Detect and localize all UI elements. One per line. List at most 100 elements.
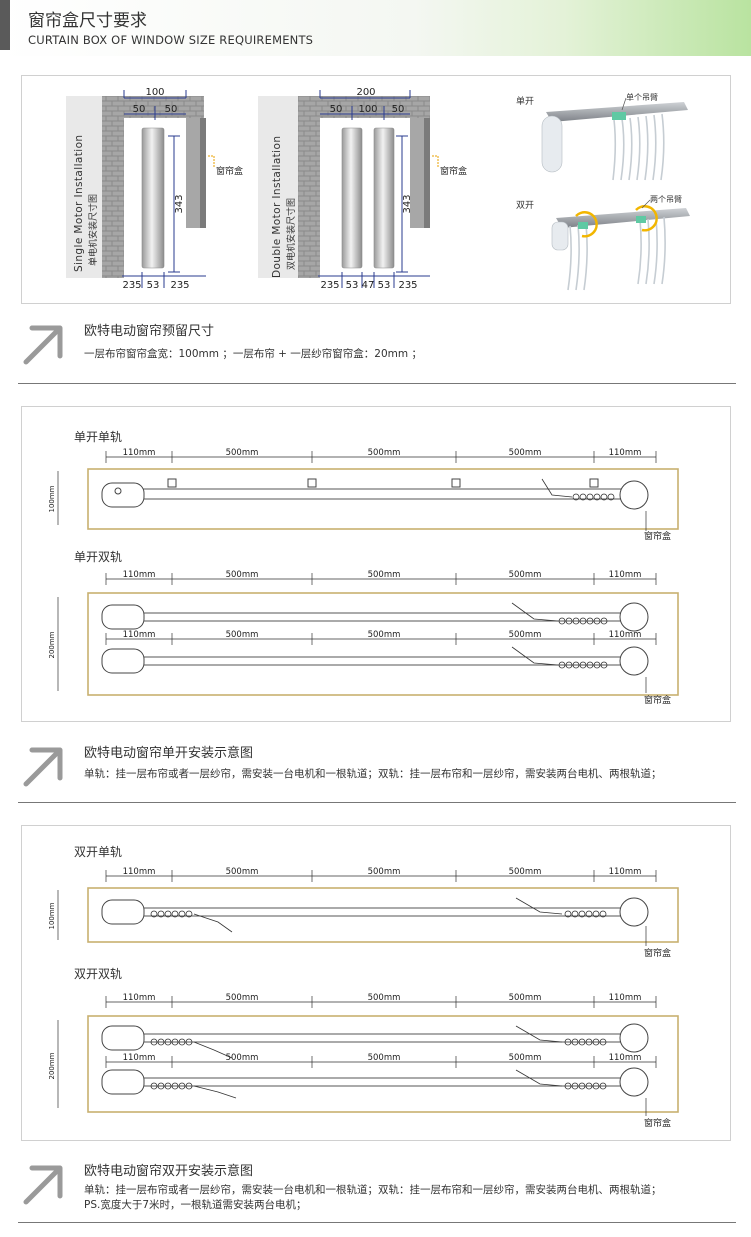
double-open-installation-diagram: 双开单轨 110mm 500mm 500mm 500mm 110mm 100mm… [48,845,679,1129]
sd-bottom-dim-1: 110mm [123,630,156,640]
ss-dim-5: 110mm [609,448,642,458]
ss-box-label: 窗帘盒 [644,530,671,542]
double-arm-ring-right [635,205,658,232]
single-arm-label: 单个吊臂 [626,92,658,102]
double-top-part-2: 100 [358,104,377,115]
diagonal-arrow-icon [23,1165,63,1205]
double-height-dim: 343 [402,194,413,213]
ds-dim-5: 110mm [609,867,642,877]
sd-top-dim-1: 110mm [123,570,156,580]
sd-bottom-dim-3: 500mm [368,630,401,640]
dd-bottom-dim-4: 500mm [509,1053,542,1063]
dd-top-dim-3: 500mm [368,993,401,1003]
dd-top-dim-2: 500mm [226,993,259,1003]
divider [18,383,736,384]
ss-curtain-box [87,468,679,530]
double-bottom-4: 53 [378,280,391,291]
double-top-part-3: 50 [392,104,405,115]
single-top-total: 100 [145,87,164,98]
single-top-part-2: 50 [165,104,178,115]
double-arm-label: 两个吊臂 [650,194,682,204]
single-top-part-1: 50 [133,104,146,115]
diagonal-arrow-icon [23,747,63,787]
ss-side-dim: 100mm [48,485,56,512]
ds-dim-1: 110mm [123,867,156,877]
sd-bottom-dim-2: 500mm [226,630,259,640]
ds-pulley-end [619,897,649,927]
single-arm-bracket [612,112,626,120]
page-title: 窗帘盒尺寸要求 [28,11,147,31]
ds-curtain-box [87,887,679,943]
header-accent-bar [0,0,10,50]
single-bottom-3: 235 [170,280,189,291]
dd-box-label: 窗帘盒 [644,1117,671,1129]
diagonal-arrow-icon [23,325,63,365]
single-bottom-1: 235 [122,280,141,291]
double-box-label: 窗帘盒 [440,165,467,177]
sd-bottom-dim-4: 500mm [509,630,542,640]
sd-top-dim-4: 500mm [509,570,542,580]
dd-top-dim-4: 500mm [509,993,542,1003]
single-open-label: 单开 [516,95,534,107]
dd-curtain-box [87,1015,679,1113]
double-double-title: 双开双轨 [74,967,122,981]
note1-line1: 一层布帘窗帘盒宽：100mm ；一层布帘 + 一层纱帘窗帘盒：20mm ； [84,348,422,360]
single-open-motor [541,115,563,173]
ss-dim-4: 500mm [509,448,542,458]
ds-dim-4: 500mm [509,867,542,877]
ds-box-label: 窗帘盒 [644,947,671,959]
sd-side-dim: 200mm [48,631,56,658]
double-open-label: 双开 [516,200,534,211]
double-title-cn: 双电机安装尺寸图 [285,198,297,270]
sd-top-dim-2: 500mm [226,570,259,580]
single-title-cn: 单电机安装尺寸图 [87,194,99,266]
divider [18,802,736,803]
sd-top-dim-5: 110mm [609,570,642,580]
single-bottom-2: 53 [147,280,160,291]
double-top-part-1: 50 [330,104,343,115]
double-bottom-5: 235 [398,280,417,291]
dd-bottom-dim-2: 500mm [226,1053,259,1063]
note3-line1: 单轨：挂一层布帘或者一层纱帘，需安装一台电机和一根轨道；双轨：挂一层布帘和一层纱… [84,1184,662,1196]
single-box-label: 窗帘盒 [216,165,243,177]
double-open-note: 欧特电动窗帘双开安装示意图 单轨：挂一层布帘或者一层纱帘，需安装一台电机和一根轨… [20,1160,736,1216]
ss-dim-1: 110mm [123,448,156,458]
ss-pulley-end [619,480,649,510]
double-bottom-1: 235 [320,280,339,291]
single-open-installation-diagram: 单开单轨 110mm 500mm 500mm 500mm 110mm 100mm… [48,430,679,706]
dd-side-dim: 200mm [48,1052,56,1079]
dd-bottom-dim-1: 110mm [123,1053,156,1063]
ds-motor-end [101,899,145,925]
single-title-en: Single Motor Installation [73,135,85,272]
sd-bottom-dim-5: 110mm [609,630,642,640]
dd-bottom-dim-5: 110mm [609,1053,642,1063]
dd-bottom-dim-3: 500mm [368,1053,401,1063]
double-open-rail [556,208,690,228]
double-open-panel: 双开单轨 110mm 500mm 500mm 500mm 110mm 100mm… [21,825,731,1141]
note3-line2: PS.宽度大于7米时，一根轨道需安装两台电机； [84,1199,307,1211]
single-single-title: 单开单轨 [74,430,122,444]
single-double-title: 单开双轨 [74,550,122,564]
divider [18,1222,736,1223]
ds-dim-2: 500mm [226,867,259,877]
dim-row-top [105,573,657,585]
double-arm-ring-left [575,211,598,238]
dimensions-panel: 100 50 50 343 235 53 235 窗帘盒 Single Moto… [21,75,731,304]
double-title-en: Double Motor Installation [271,136,283,278]
double-single-title: 双开单轨 [74,845,122,859]
single-height-dim: 343 [174,194,185,213]
double-bottom-2: 53 [346,280,359,291]
ds-side-dim: 100mm [48,902,56,929]
ss-motor-end [101,482,145,508]
ss-dim-3: 500mm [368,448,401,458]
ss-dim-2: 500mm [226,448,259,458]
dd-top-dim-5: 110mm [609,993,642,1003]
page-subtitle: CURTAIN BOX OF WINDOW SIZE REQUIREMENTS [28,33,314,47]
single-open-panel: 单开单轨 110mm 500mm 500mm 500mm 110mm 100mm… [21,406,731,722]
double-bottom-3: 47 [362,280,375,291]
note1-title: 欧特电动窗帘预留尺寸 [84,324,215,339]
note2-title: 欧特电动窗帘单开安装示意图 [84,746,254,761]
reserve-size-note: 欧特电动窗帘预留尺寸 一层布帘窗帘盒宽：100mm ；一层布帘 + 一层纱帘窗帘… [20,320,736,374]
double-open-motor [551,221,569,251]
sd-box-label: 窗帘盒 [644,694,671,706]
